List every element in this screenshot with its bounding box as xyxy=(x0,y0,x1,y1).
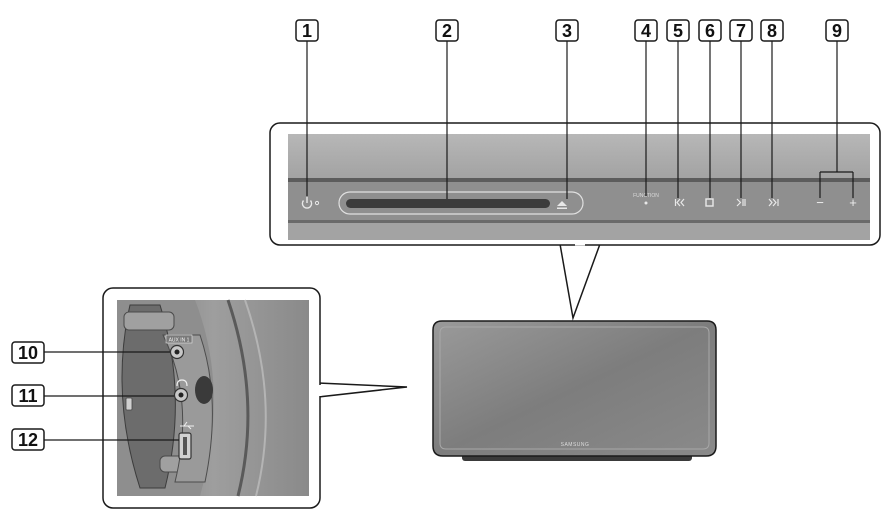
zoom-pointer xyxy=(559,243,602,321)
function-button[interactable] xyxy=(644,201,648,205)
callout-6: 6 xyxy=(698,19,722,42)
svg-text:12: 12 xyxy=(18,430,38,450)
panel-top-surface xyxy=(288,134,870,180)
svg-text:4: 4 xyxy=(641,21,651,41)
eject-icon xyxy=(557,201,567,209)
leader-lines-side xyxy=(44,351,179,441)
previous-button[interactable] xyxy=(674,198,685,207)
svg-text:2: 2 xyxy=(442,21,452,41)
stop-button[interactable] xyxy=(705,198,714,207)
callout-1: 1 xyxy=(295,19,319,42)
stop-icon xyxy=(705,198,714,207)
panel-base xyxy=(288,223,870,240)
side-panel-zoom: AUX IN 1 xyxy=(44,287,408,509)
power-button[interactable] xyxy=(301,197,320,209)
panel-edge xyxy=(288,178,870,182)
callout-9: 9 xyxy=(825,19,849,42)
eject-button[interactable] xyxy=(557,201,567,209)
headphone-icon xyxy=(176,379,188,387)
cover-hinge-top xyxy=(123,311,175,331)
control-panel-zoom: FUNCTION xyxy=(269,40,881,321)
volume-down-button[interactable]: − xyxy=(816,195,824,210)
svg-text:10: 10 xyxy=(18,343,38,363)
callout-4: 4 xyxy=(634,19,658,42)
svg-text:3: 3 xyxy=(562,21,572,41)
play-pause-button[interactable] xyxy=(736,198,746,207)
callout-5: 5 xyxy=(666,19,690,42)
svg-text:6: 6 xyxy=(705,21,715,41)
side-groove xyxy=(226,299,250,497)
aux-label: AUX IN 1 xyxy=(169,338,190,344)
play-pause-icon xyxy=(736,198,746,207)
callout-12: 12 xyxy=(11,428,45,451)
svg-text:9: 9 xyxy=(832,21,842,41)
callout-10: 10 xyxy=(11,341,45,364)
skip-back-icon xyxy=(674,198,685,207)
svg-text:11: 11 xyxy=(18,386,37,406)
svg-text:1: 1 xyxy=(302,21,312,41)
power-icon xyxy=(301,197,313,209)
speaker-body xyxy=(432,320,717,457)
callout-2: 2 xyxy=(435,19,459,42)
port-notch xyxy=(195,376,213,404)
callout-11: 11 xyxy=(11,384,45,407)
volume-up-button[interactable]: + xyxy=(849,195,857,210)
aux-label-box xyxy=(165,334,193,344)
panel-bottom-edge xyxy=(288,220,870,223)
leader-lines-top xyxy=(306,40,854,199)
callout-7: 7 xyxy=(729,19,753,42)
brand-logo: SAMSUNG xyxy=(561,442,590,448)
callout-3: 3 xyxy=(555,19,579,42)
port-plate xyxy=(162,334,213,483)
svg-text:5: 5 xyxy=(673,21,683,41)
next-button[interactable] xyxy=(768,198,779,207)
callout-8: 8 xyxy=(760,19,784,42)
svg-text:7: 7 xyxy=(736,21,746,41)
cover-tab xyxy=(125,397,133,411)
side-highlight xyxy=(244,299,267,497)
svg-text:8: 8 xyxy=(767,21,777,41)
skip-forward-icon xyxy=(768,198,779,207)
speaker-grille-edge xyxy=(439,326,710,450)
usb-icon xyxy=(180,421,194,430)
disc-slot[interactable] xyxy=(346,199,550,208)
speaker-unit: SAMSUNG xyxy=(432,320,717,461)
side-zoom-pointer xyxy=(317,382,408,398)
standby-led xyxy=(314,200,320,206)
